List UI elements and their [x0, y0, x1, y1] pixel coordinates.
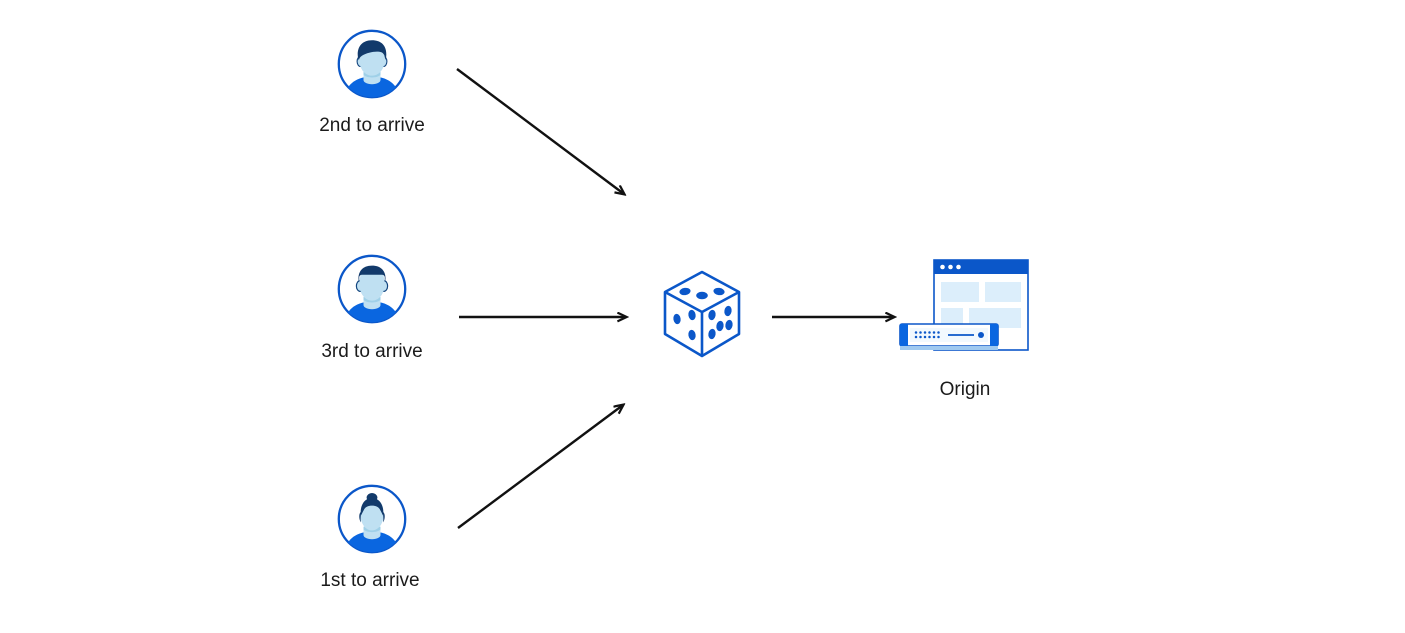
load-balancer-dice	[659, 268, 745, 360]
origin-label: Origin	[939, 379, 991, 400]
origin-server	[896, 258, 1036, 358]
user-avatar-icon	[337, 254, 407, 324]
avatar-visitor-2nd	[336, 28, 408, 100]
arrow-1st-to-dice	[457, 405, 623, 529]
avatar-label-visitor-2nd: 2nd to arrive	[319, 115, 425, 136]
avatar-label-visitor-1st: 1st to arrive	[320, 570, 420, 591]
user-avatar-icon	[337, 29, 407, 99]
origin-server-icon	[899, 259, 1029, 351]
dice-icon	[663, 270, 741, 358]
avatar-label-visitor-3rd: 3rd to arrive	[321, 341, 423, 362]
avatar-visitor-3rd	[336, 253, 408, 325]
server-appliance-icon	[899, 323, 999, 350]
user-avatar-icon	[337, 484, 407, 554]
avatar-visitor-1st	[336, 483, 408, 555]
